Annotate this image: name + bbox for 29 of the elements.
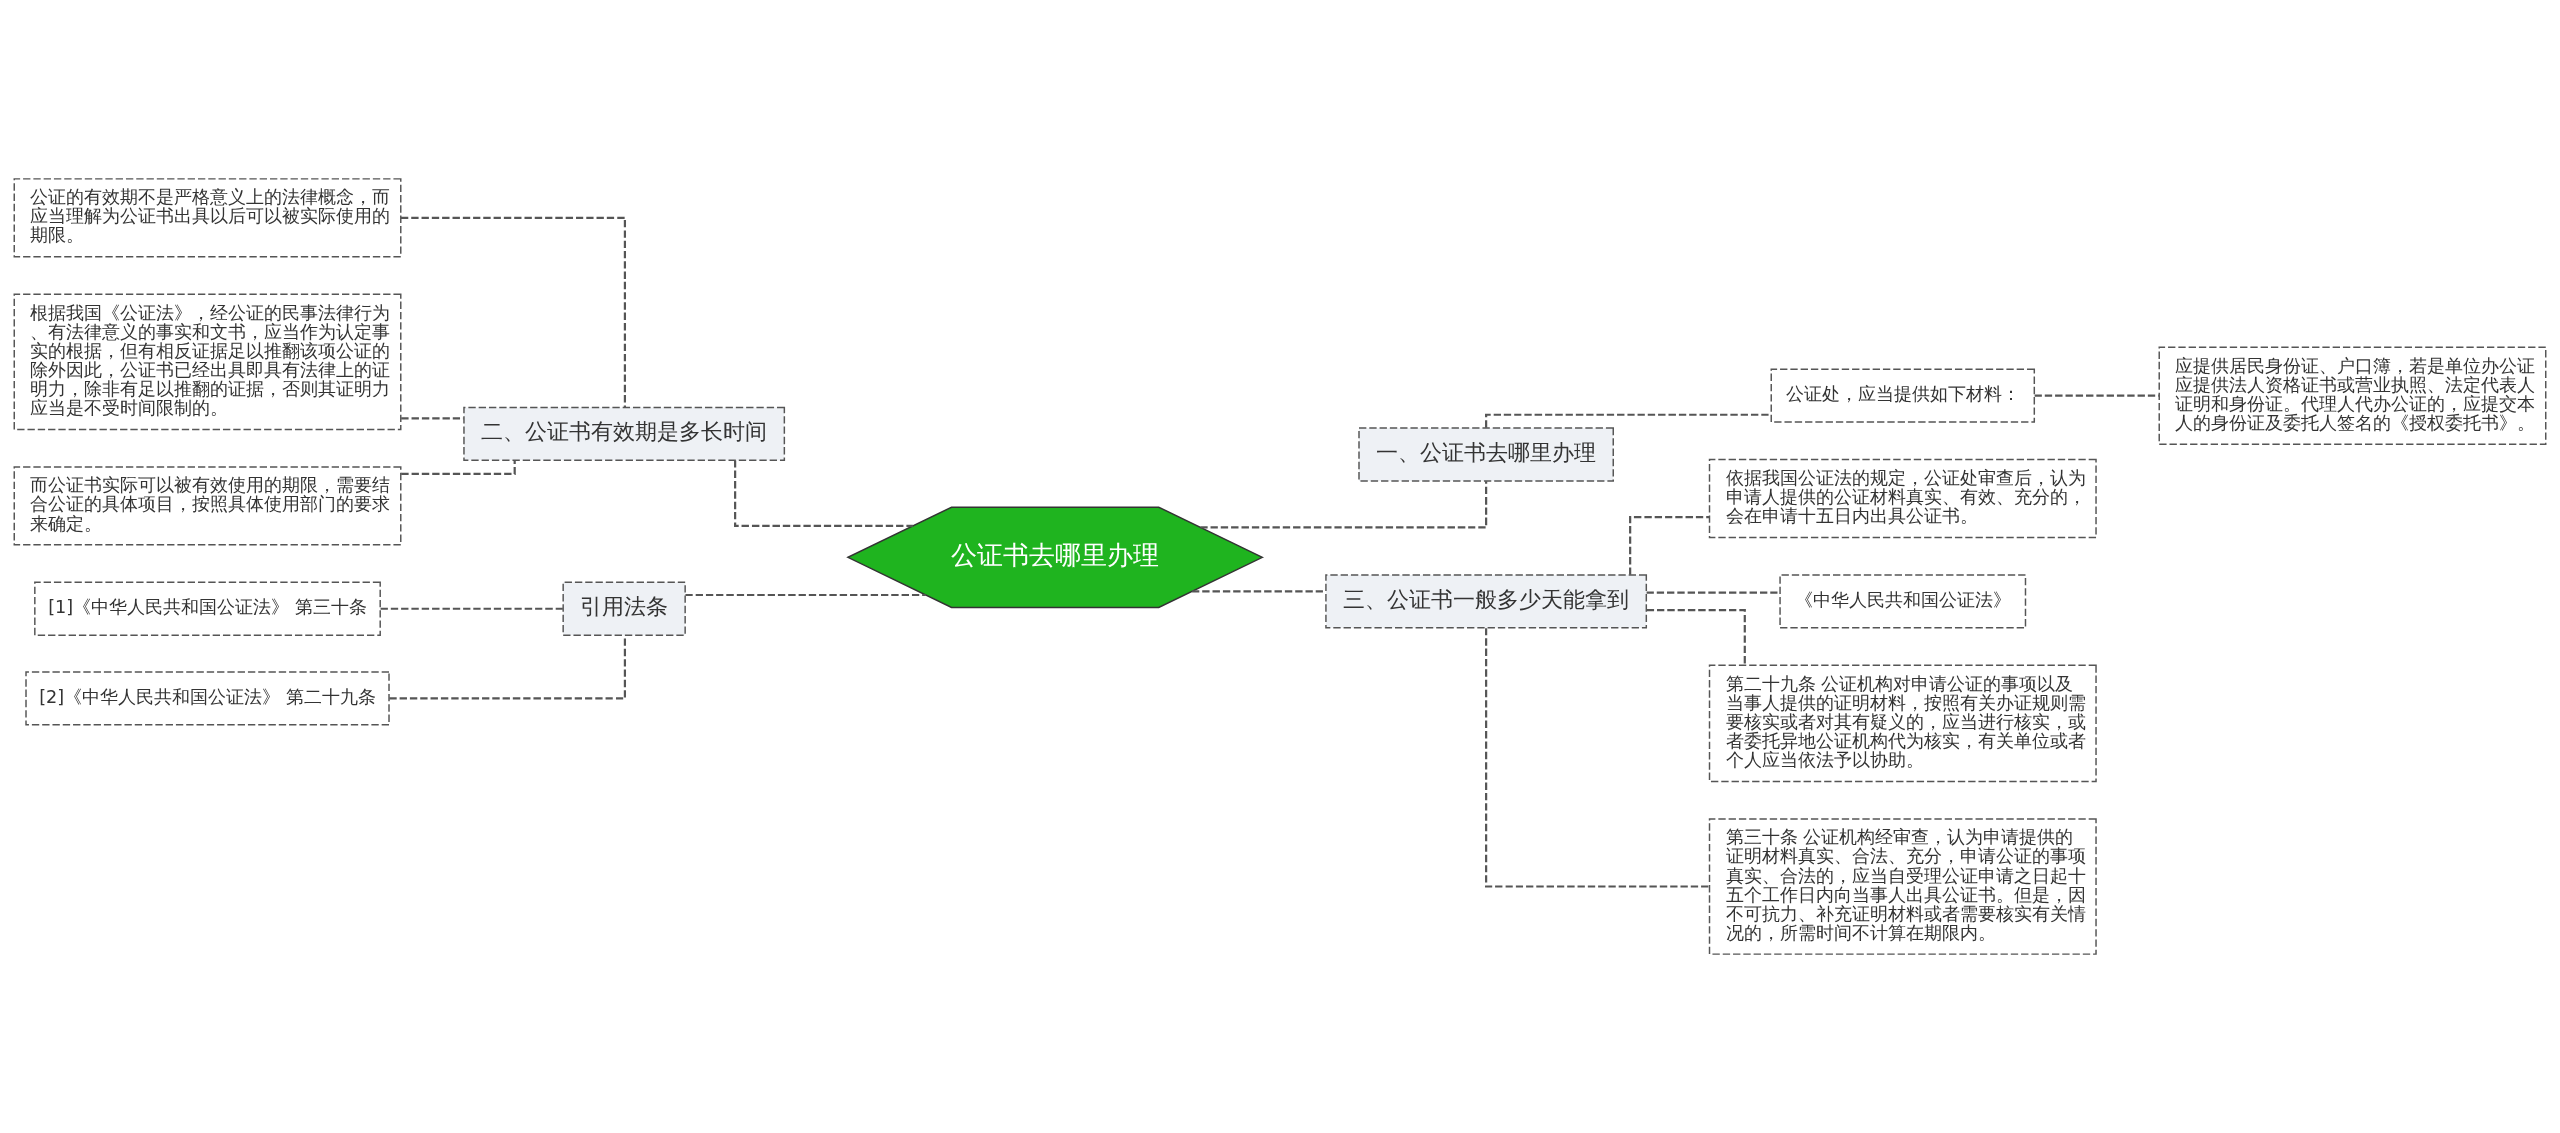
connector	[685, 593, 926, 597]
node-box: 公证处，应当提供如下材料：	[1770, 368, 2036, 423]
connector	[734, 460, 913, 527]
node-box: 《中华人民共和国公证法》	[1779, 574, 2027, 629]
connector	[389, 635, 626, 700]
node-box: [2]《中华人民共和国公证法》 第二十九条	[25, 671, 390, 726]
node-box: 依据我国公证法的规定，公证处审查后，认为申请人提供的公证材料真实、有效、充分的，会在申请十五日内出具公证书。	[1708, 458, 2097, 539]
connector	[1485, 628, 1710, 888]
connector	[2034, 394, 2159, 397]
connector	[1485, 413, 1771, 428]
connector	[1200, 481, 1488, 529]
node-box: 引用法条	[562, 581, 686, 636]
node-box: 应提供居民身份证、户口簿，若是单位办公证应提供法人资格证书或营业执照、法定代表人证明和身份证。代理人代办公证的，应提交本人的身份证及委托人签名的《授权委托书》。	[2158, 346, 2547, 445]
connector	[1646, 591, 1780, 594]
node-box: 根据我国《公证法》，经公证的民事法律行为、有法律意义的事实和文书，应当作为认定事实的根据，但有相反证据足以推翻该项公证的除外因此，公证书已经出具即具有法律上的证明力，除非有足以推翻的证据，否则其证明力应当是不受时间限制的。	[13, 293, 402, 431]
connector	[401, 460, 516, 475]
connector	[1192, 590, 1326, 593]
node-box: 公证的有效期不是严格意义上的法律概念，而应当理解为公证书出具以后可以被实际使用的期限。	[13, 178, 402, 258]
connector	[400, 216, 626, 408]
node-box: 一、公证书去哪里办理	[1358, 427, 1614, 482]
connector	[380, 607, 564, 610]
node-box: 第三十条 公证机构经审查，认为申请提供的证明材料真实、合法、充分，申请公证的事项真实、合法的，应当自受理公证申请之日起十五个工作日内向当事人出具公证书。但是，因不可抗力、补充证明材料或者需要核实有关情况的，所需时间不计算在期限内。	[1708, 818, 2097, 955]
node-box: 三、公证书一般多少天能拿到	[1325, 574, 1648, 629]
node-box: 第二十九条 公证机构对申请公证的事项以及当事人提供的证明材料，按照有关办证规则需要核实或者对其有疑义的，应当进行核实，或者委托异地公证机构代为核实，有关单位或者个人应当依法予以协助。	[1708, 664, 2097, 783]
node-box: 而公证书实际可以被有效使用的期限，需要结合公证的具体项目，按照具体使用部门的要求来确定。	[13, 466, 402, 546]
node-box: [1]《中华人民共和国公证法》 第三十条	[34, 581, 381, 636]
connector	[1646, 609, 1746, 665]
connector	[1629, 516, 1709, 575]
node-box: 二、公证书有效期是多长时间	[463, 406, 786, 462]
